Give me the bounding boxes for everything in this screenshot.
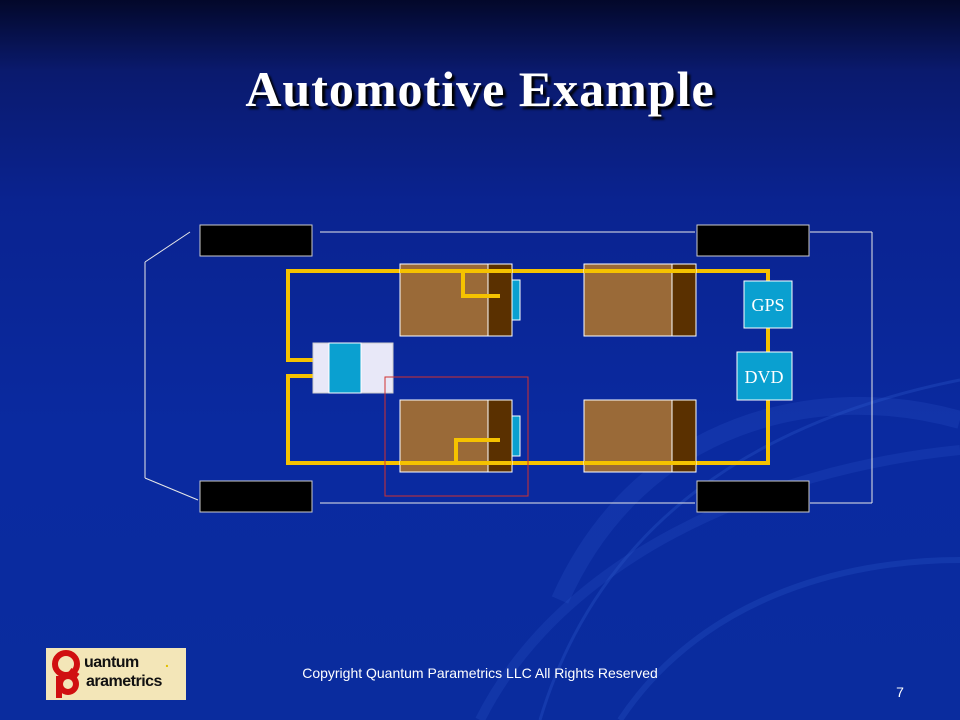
- ecu-rear-top: [583, 263, 697, 337]
- gateway-module: [312, 342, 394, 394]
- dvd-label: DVD: [745, 367, 784, 387]
- bus-wire-top: [286, 269, 770, 362]
- quantum-parametrics-logo: uantum arametrics .: [46, 648, 186, 700]
- logo-text-quantum: uantum: [84, 654, 139, 671]
- car-outline-front-top: [144, 231, 191, 263]
- gps-label: GPS: [751, 295, 784, 315]
- tire-front-left: [199, 224, 313, 257]
- car-outline-front-bottom: [144, 477, 199, 501]
- ecu-front-top: [399, 263, 521, 337]
- bus-wire-bottom: [286, 374, 770, 465]
- footer-copyright: Copyright Quantum Parametrics LLC All Ri…: [302, 665, 658, 681]
- highlight-box: [384, 376, 529, 497]
- gps-module: GPS: [743, 280, 793, 329]
- ecu-rear-bottom: [583, 399, 697, 473]
- ecu-front-bottom: [399, 399, 521, 473]
- logo-text-parametrics: arametrics: [86, 673, 162, 690]
- logo-dot: .: [165, 654, 169, 670]
- bus-wiring-overlay: [400, 269, 696, 465]
- car-outline: [144, 231, 873, 504]
- dvd-module: DVD: [736, 351, 793, 401]
- page-number: 7: [896, 684, 904, 700]
- slide-title: Automotive Example: [245, 61, 715, 117]
- tire-rear-right: [696, 480, 810, 513]
- logo-mark: [52, 650, 80, 698]
- tire-rear-left: [696, 224, 810, 257]
- tire-front-right: [199, 480, 313, 513]
